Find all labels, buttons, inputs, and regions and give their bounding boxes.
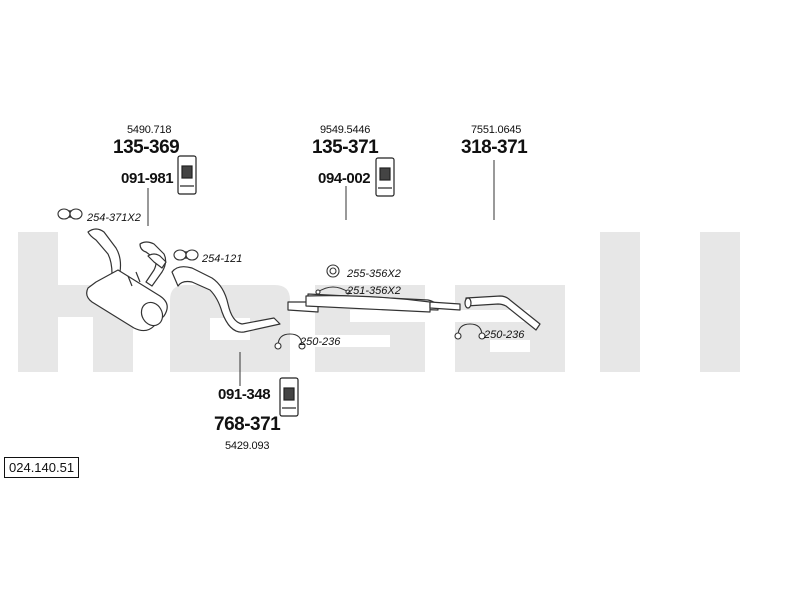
clamp-label-254-121[interactable]: 254-121 [202, 253, 243, 265]
manifold-pipe-right [139, 241, 167, 287]
clamp-label-250-236-front[interactable]: 250-236 [300, 336, 341, 348]
part-number-135-371[interactable]: 135-371 [312, 137, 379, 158]
ring-label-255-356x2[interactable]: 255-356X2 [347, 268, 401, 280]
mount-number-091-981[interactable]: 091-981 [121, 170, 174, 187]
flange-gasket-icon [315, 286, 351, 295]
clamp-label-250-236-rear[interactable]: 250-236 [484, 329, 525, 341]
tail-pipe-318-371 [465, 295, 541, 331]
sealing-ring-icon [326, 264, 340, 278]
part-number-318-371[interactable]: 318-371 [461, 137, 528, 158]
mount-number-094-002[interactable]: 094-002 [318, 170, 371, 187]
rubber-hanger-icon [177, 155, 197, 195]
part-number-768-371[interactable]: 768-371 [214, 414, 281, 435]
gasket-label-251-356x2[interactable]: 251-356X2 [347, 285, 401, 297]
pipe-clamp-icon [57, 208, 83, 220]
pipe-clamp-icon [454, 323, 486, 340]
pipe-clamp-icon [173, 249, 199, 261]
pipe-clamp-icon [274, 333, 306, 350]
ref-7551-0645: 7551.0645 [471, 124, 522, 136]
clamp-label-254-371x2[interactable]: 254-371X2 [87, 212, 141, 224]
ref-5429-093: 5429.093 [225, 440, 270, 452]
ref-9549-5446: 9549.5446 [320, 124, 371, 136]
diagram-code-box: 024.140.51 [4, 457, 80, 478]
part-number-135-369[interactable]: 135-369 [113, 137, 180, 158]
rubber-hanger-icon [375, 157, 395, 197]
mount-number-091-348[interactable]: 091-348 [218, 386, 271, 403]
rubber-hanger-icon [279, 377, 299, 417]
front-pipe-768-371 [171, 266, 281, 333]
manifold-pipe-left [87, 228, 122, 275]
ref-5490-718: 5490.718 [127, 124, 172, 136]
